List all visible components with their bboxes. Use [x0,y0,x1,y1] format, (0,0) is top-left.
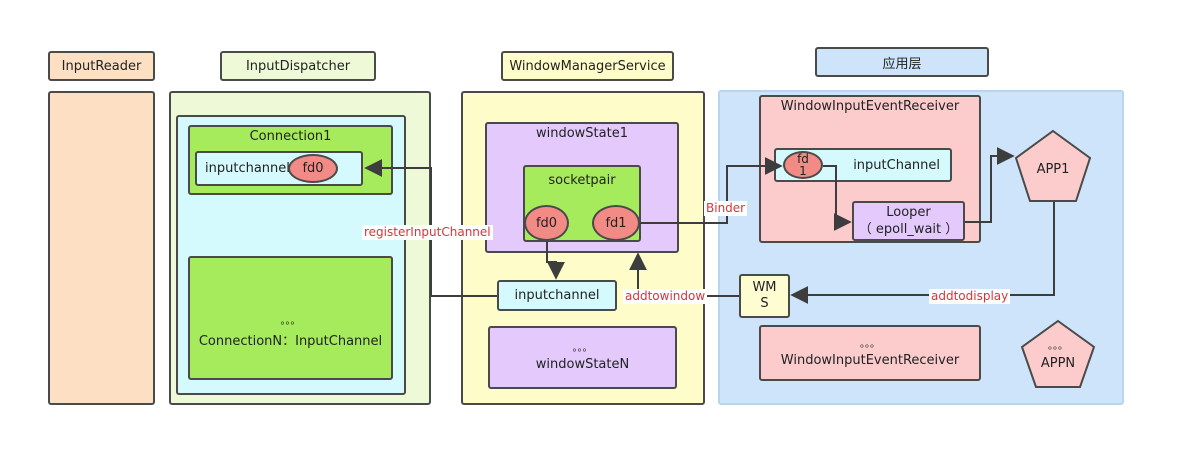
app1-pentagon [1014,129,1092,202]
receiver-fd1: fd 1 [783,151,823,179]
connectionN-box: 。。。 ConnectionN：InputChannel [188,256,393,380]
window-manager-service-header: WindowManagerService [501,51,674,81]
fd1-to-looper-edge [823,165,852,231]
looper-to-app1-edge [965,147,1015,223]
socketpair-fd1: fd1 [592,205,640,241]
window-input-event-receiverN-box: 。。。 WindowInputEventReceiver [759,325,981,381]
addtowindow-label: addtowindow [623,289,708,304]
wms-client-box: WM S [739,274,790,318]
app-layer-header: 应用层 [815,47,989,77]
connection1-fd0: fd0 [288,154,338,183]
input-reader-header: InputReader [48,51,155,81]
addtodisplay-edge [790,200,1055,304]
appN-dots: 。。。 [1048,341,1068,352]
looper-box: Looper （ epoll_wait ） [852,201,965,241]
appN-label: APPN [1040,356,1076,371]
window-stateN-box: 。。。 windowStateN [488,326,677,389]
appN-pentagon [1020,319,1096,388]
wms-inputchannel: inputchannel [497,280,617,311]
input-dispatcher-header: InputDispatcher [220,51,376,81]
binder-label: Binder [704,201,748,216]
fd0-to-inputchannel-edge [546,241,565,280]
addtodisplay-label: addtodisplay [929,289,1011,304]
binder-edge [640,157,783,224]
socketpair-fd0: fd0 [524,205,569,241]
input-reader-column [48,91,155,405]
register-input-channel-label: registerInputChannel [362,225,493,240]
app1-label: APP1 [1036,162,1070,177]
